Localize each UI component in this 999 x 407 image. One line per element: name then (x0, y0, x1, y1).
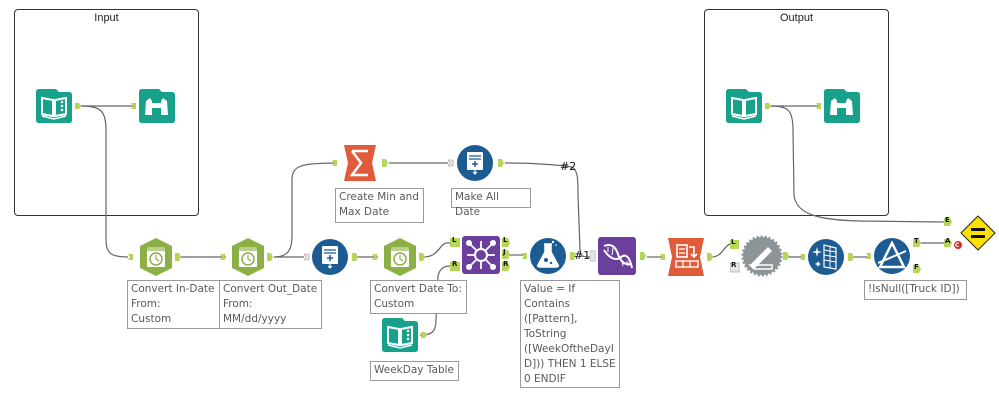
sparkle-table-icon (800, 239, 854, 275)
wire-output-test (770, 105, 945, 223)
clock-icon (220, 238, 273, 276)
test-anchor-expected[interactable]: E (945, 216, 950, 224)
annotation-convert-date-to: Convert Date To: Custom (370, 280, 467, 314)
tool-input-data[interactable] (36, 89, 81, 123)
annotation-formula: Value = If Contains ([Pattern], ToString… (520, 280, 620, 388)
wire-make-all-append (504, 162, 591, 258)
tool-weekday-table[interactable] (382, 318, 428, 354)
dna-icon (589, 237, 646, 275)
tool-output-data[interactable] (726, 89, 772, 125)
equals-diamond-icon (944, 215, 996, 251)
filter-anchor-true[interactable]: T (914, 237, 919, 245)
tool-convert-date-to[interactable] (372, 237, 428, 277)
pen-gear-icon (729, 235, 789, 277)
append-anchor-2[interactable]: #2 (560, 160, 577, 173)
clock-icon (372, 238, 425, 276)
container-title-output: Output (779, 12, 814, 24)
container-title-input: Input (94, 12, 119, 24)
annotation-convert-in-date: Convert In-Date From: Custom (127, 280, 220, 329)
binoculars-icon (816, 89, 860, 123)
tool-convert-out-date[interactable] (220, 237, 276, 277)
generate-rows-icon (303, 239, 358, 275)
test-anchor-actual[interactable]: A (945, 237, 951, 245)
tool-formula[interactable] (522, 236, 578, 276)
join-anchor-join-out[interactable]: J (503, 248, 506, 256)
dynamic-anchor-right[interactable]: R (731, 261, 737, 269)
tool-join[interactable]: L R L J R (450, 235, 514, 275)
wire-transpose-dynamic (711, 243, 733, 258)
book-icon (36, 89, 81, 123)
tool-browse-output[interactable] (816, 89, 862, 125)
tool-convert-in-date[interactable] (128, 237, 184, 277)
annotation-make-all-date: Make All Date (451, 188, 531, 218)
annotation-weekday-table: WeekDay Table (370, 361, 459, 381)
filter-icon (866, 238, 921, 274)
tool-filter[interactable]: T F (866, 235, 926, 277)
clock-icon (128, 238, 181, 276)
wire-input-convert-in (80, 105, 129, 258)
tool-multi-row[interactable] (800, 237, 856, 277)
annotation-summarize: Create Min and Max Date (335, 188, 424, 223)
tool-append-fields[interactable] (589, 236, 650, 276)
transpose-icon (660, 238, 713, 276)
tool-test[interactable]: E A C (942, 213, 999, 253)
tool-dynamic-replace[interactable]: L R (729, 235, 790, 277)
wire-convert-out-summarize (273, 162, 337, 258)
dynamic-anchor-left[interactable]: L (731, 238, 736, 246)
generate-rows-icon (447, 145, 504, 181)
book-icon (726, 89, 771, 123)
join-anchor-right-out[interactable]: R (503, 260, 509, 268)
tool-summarize[interactable] (332, 143, 392, 183)
annotation-filter: !IsNull([Truck ID]) (864, 280, 967, 300)
book-icon (382, 318, 427, 352)
tool-browse-input[interactable] (131, 89, 177, 125)
join-anchor-right-in[interactable]: R (452, 260, 458, 268)
sigma-icon (332, 145, 388, 181)
join-icon (450, 236, 510, 274)
wire-convert-join-L (423, 242, 451, 258)
tool-transpose[interactable] (660, 237, 716, 277)
join-anchor-left-out[interactable]: L (503, 236, 508, 244)
filter-anchor-false[interactable]: F (914, 263, 919, 271)
tool-make-all-date[interactable] (447, 143, 508, 183)
append-anchor-1[interactable]: #1 (574, 249, 591, 262)
binoculars-icon (131, 89, 175, 123)
test-error-badge: C (955, 242, 960, 249)
annotation-convert-out-date: Convert Out_Date From: MM/dd/yyyy (219, 280, 322, 329)
join-anchor-left-in[interactable]: L (452, 236, 457, 244)
tool-generate-rows-2[interactable] (303, 237, 360, 277)
flask-icon (522, 238, 576, 274)
